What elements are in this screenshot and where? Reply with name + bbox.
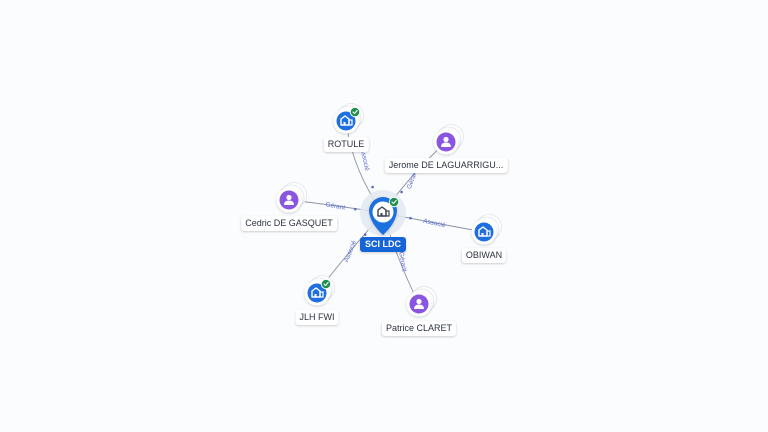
node-label-rotule[interactable]: ROTULE — [323, 137, 369, 152]
node-patrice[interactable] — [406, 286, 437, 317]
user-icon — [414, 298, 424, 309]
user-icon — [284, 194, 294, 205]
edge-label: Associé — [422, 218, 446, 230]
edge-arrow — [409, 216, 412, 220]
node-label-obiwan[interactable]: OBIWAN — [461, 248, 507, 263]
building-icon — [478, 226, 491, 237]
node-jlh[interactable] — [304, 275, 335, 306]
building-icon — [340, 115, 353, 126]
node-label-cedric[interactable]: Cedric DE GASQUET — [241, 216, 337, 231]
edge-arrow — [400, 190, 403, 194]
edge-label: Gérant — [325, 201, 346, 211]
node-label-jerome[interactable]: Jerome DE LAGUARRIGU... — [384, 158, 508, 173]
node-cedric[interactable] — [276, 182, 307, 213]
edge-label: Gérant — [397, 251, 407, 272]
check-badge-icon — [320, 278, 332, 290]
user-icon — [441, 136, 451, 147]
node-obiwan[interactable] — [471, 214, 502, 245]
edge-arrow — [363, 233, 367, 236]
node-jerome[interactable] — [433, 124, 464, 155]
node-rotule[interactable] — [333, 103, 364, 134]
node-center[interactable] — [360, 190, 406, 236]
check-badge-icon — [388, 196, 400, 208]
edge-label: Associé — [359, 148, 371, 172]
node-label-jlh[interactable]: JLH FWI — [295, 310, 339, 325]
building-icon — [377, 206, 390, 217]
building-icon — [311, 287, 324, 298]
node-label-center[interactable]: SCI LDC — [360, 237, 406, 252]
edge-label: Associé — [343, 239, 358, 263]
check-badge-icon — [349, 106, 361, 118]
edge-arrow — [371, 185, 374, 189]
edge-arrow — [353, 207, 357, 211]
node-label-patrice[interactable]: Patrice CLARET — [381, 321, 457, 336]
